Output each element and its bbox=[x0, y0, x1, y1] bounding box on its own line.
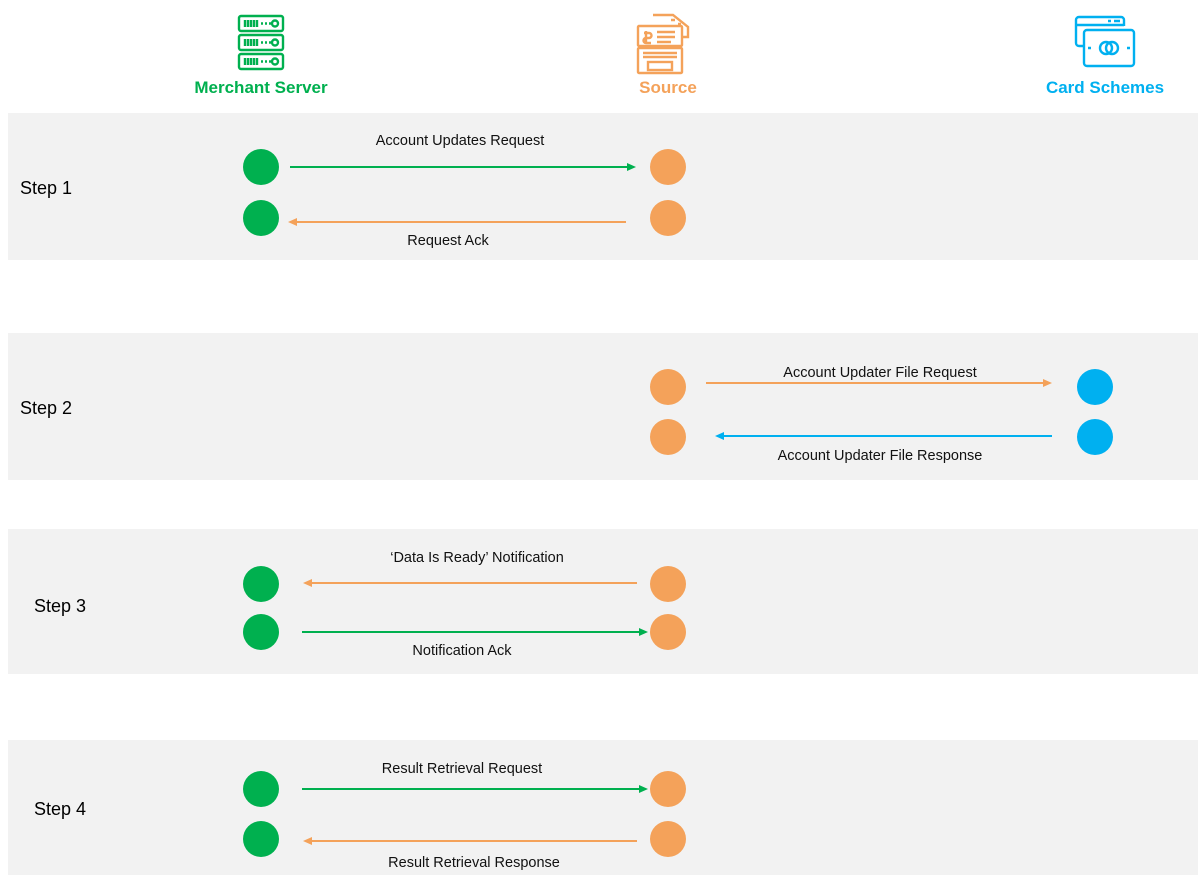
step-label: Step 3 bbox=[34, 596, 87, 616]
card-stack-icon bbox=[1074, 15, 1136, 68]
source-node bbox=[650, 419, 686, 455]
merchant-node bbox=[243, 566, 279, 602]
source-node bbox=[650, 149, 686, 185]
merchant-node bbox=[243, 821, 279, 857]
arrow-left bbox=[715, 431, 1052, 441]
step-label: Step 2 bbox=[20, 398, 73, 418]
source-node bbox=[650, 566, 686, 602]
arrow-right bbox=[290, 162, 636, 172]
message-label: Account Updater File Request bbox=[783, 365, 977, 381]
scheme-node bbox=[1077, 419, 1113, 455]
message-label: ‘Data Is Ready’ Notification bbox=[390, 550, 564, 566]
source-node bbox=[650, 821, 686, 857]
arrow-right bbox=[706, 378, 1052, 388]
step-band bbox=[8, 740, 1198, 875]
server-rack-icon bbox=[237, 14, 285, 71]
actor-label: Card Schemes bbox=[1045, 78, 1165, 97]
source-node bbox=[650, 614, 686, 650]
arrow-right bbox=[302, 784, 648, 794]
source-node bbox=[650, 200, 686, 236]
arrow-left bbox=[303, 578, 637, 588]
arrow-left bbox=[303, 836, 637, 846]
step-band bbox=[8, 529, 1198, 674]
source-node bbox=[650, 369, 686, 405]
actor-label: Source bbox=[639, 78, 697, 97]
payment-terminal-icon bbox=[636, 13, 690, 75]
merchant-node bbox=[243, 614, 279, 650]
arrow-left bbox=[288, 217, 626, 227]
step-label: Step 1 bbox=[20, 178, 73, 198]
actor-label: Merchant Server bbox=[194, 78, 328, 97]
message-label: Result Retrieval Response bbox=[388, 855, 560, 871]
step-band bbox=[8, 333, 1198, 480]
actor-card-schemes: Card Schemes bbox=[1030, 12, 1180, 98]
merchant-node bbox=[243, 771, 279, 807]
scheme-node bbox=[1077, 369, 1113, 405]
message-label: Account Updates Request bbox=[375, 133, 545, 149]
message-label: Account Updater File Response bbox=[777, 448, 983, 464]
message-label: Result Retrieval Request bbox=[381, 761, 543, 777]
merchant-node bbox=[243, 149, 279, 185]
step-label: Step 4 bbox=[34, 799, 87, 819]
arrow-right bbox=[302, 627, 648, 637]
message-label: Notification Ack bbox=[412, 643, 512, 659]
source-node bbox=[650, 771, 686, 807]
step-band bbox=[8, 113, 1198, 260]
message-label: Request Ack bbox=[407, 233, 489, 249]
merchant-node bbox=[243, 200, 279, 236]
actor-merchant-server: Merchant Server bbox=[176, 12, 346, 98]
actor-source: Source bbox=[608, 12, 728, 98]
